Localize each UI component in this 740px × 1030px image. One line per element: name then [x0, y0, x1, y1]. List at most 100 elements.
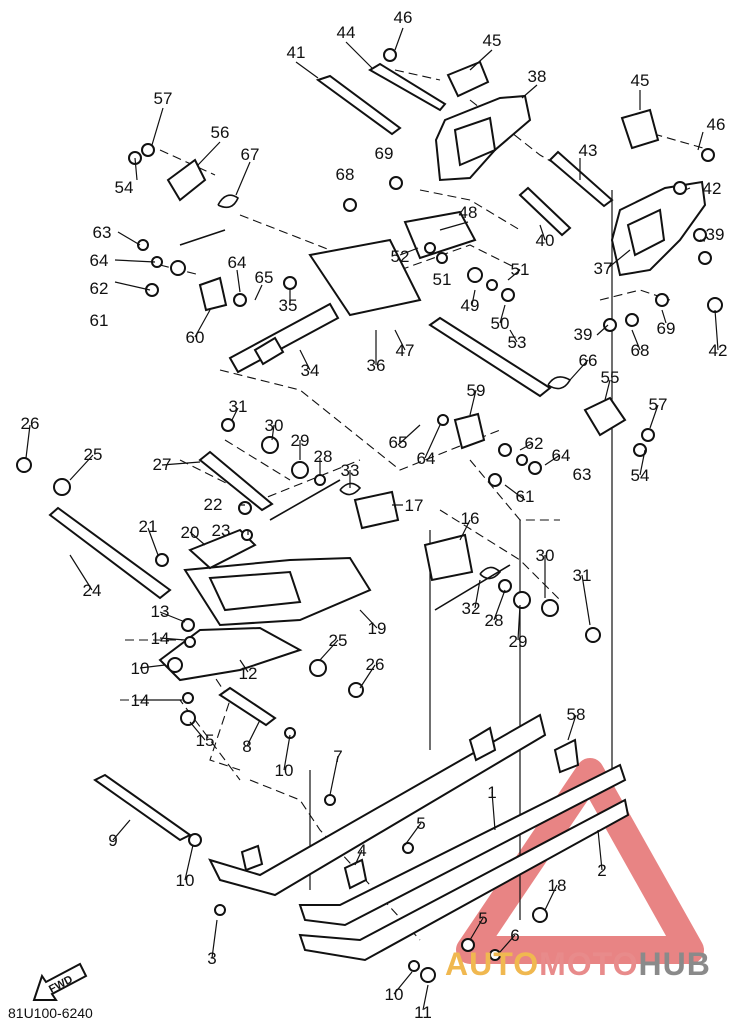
leader-lines	[25, 27, 719, 1011]
callout-52: 52	[391, 247, 410, 266]
callout-29b: 29	[509, 632, 528, 651]
callout-10: 10	[131, 659, 150, 678]
callout-38: 38	[528, 67, 547, 86]
callout-68: 68	[336, 165, 355, 184]
watermark-part-c: HUB	[638, 946, 711, 982]
callout-12: 12	[239, 664, 258, 683]
callout-49: 49	[461, 296, 480, 315]
callout-59: 59	[467, 381, 486, 400]
callout-46b: 46	[707, 115, 726, 134]
callout-63: 63	[93, 223, 112, 242]
callout-28: 28	[314, 447, 333, 466]
callout-10c: 10	[176, 871, 195, 890]
callout-51b: 51	[433, 270, 452, 289]
callout-11: 11	[414, 1003, 432, 1022]
callout-39b: 39	[574, 325, 593, 344]
callout-64b: 64	[228, 253, 247, 272]
callout-58: 58	[567, 705, 586, 724]
callout-68b: 68	[631, 341, 650, 360]
callout-47: 47	[396, 341, 415, 360]
callout-18: 18	[548, 876, 567, 895]
callout-15: 15	[196, 731, 215, 750]
callout-35: 35	[279, 296, 298, 315]
callout-labels: 46 44 45 41 38 57 56 67 54 69 68 43 45 4…	[21, 8, 728, 1022]
callout-69b: 69	[657, 319, 676, 338]
callout-14: 14	[151, 629, 170, 648]
callout-5: 5	[416, 814, 425, 833]
callout-44: 44	[337, 23, 356, 42]
callout-2: 2	[597, 861, 606, 880]
callout-66: 66	[579, 351, 598, 370]
watermark-part-b: MOTO	[539, 946, 639, 982]
callout-50: 50	[491, 314, 510, 333]
callout-30: 30	[265, 416, 284, 435]
callout-69: 69	[375, 144, 394, 163]
callout-7: 7	[333, 747, 342, 766]
callout-36: 36	[367, 356, 386, 375]
callout-31b: 31	[573, 566, 592, 585]
callout-13: 13	[151, 602, 170, 621]
callout-17: 17	[405, 496, 424, 515]
callout-40: 40	[536, 231, 555, 250]
slide-rails	[208, 713, 630, 962]
callout-14b: 14	[131, 691, 150, 710]
callout-28b: 28	[485, 611, 504, 630]
callout-48: 48	[459, 203, 478, 222]
callout-21: 21	[139, 517, 158, 536]
forward-arrow-icon: FWD	[32, 962, 88, 1001]
callout-55: 55	[601, 368, 620, 387]
callout-34: 34	[301, 361, 320, 380]
callout-10d: 10	[385, 985, 404, 1004]
rods	[48, 62, 614, 842]
callout-27: 27	[153, 455, 172, 474]
callout-33: 33	[341, 461, 360, 480]
callout-60: 60	[186, 328, 205, 347]
callout-6: 6	[510, 926, 519, 945]
callout-62b: 62	[525, 434, 544, 453]
callout-45: 45	[483, 31, 502, 50]
callout-22: 22	[204, 495, 223, 514]
callout-45b: 45	[631, 71, 650, 90]
callout-8: 8	[242, 737, 251, 756]
callout-10b: 10	[275, 761, 294, 780]
callout-61: 61	[90, 311, 109, 330]
callout-54: 54	[115, 178, 134, 197]
callout-5b: 5	[478, 909, 487, 928]
catalog-code: 81U100-6240	[8, 1005, 93, 1021]
callout-31: 31	[229, 397, 248, 416]
callout-65b: 65	[389, 433, 408, 452]
callout-42: 42	[703, 179, 722, 198]
callout-57: 57	[154, 89, 173, 108]
callout-67: 67	[241, 145, 260, 164]
watermark-part-a: AUTO	[445, 946, 540, 982]
callout-20: 20	[181, 523, 200, 542]
fwd-label: FWD	[47, 973, 75, 995]
watermark-logo: AUTOMOTOHUB	[445, 946, 711, 983]
callout-54b: 54	[631, 466, 650, 485]
callout-19: 19	[368, 619, 387, 638]
callout-3: 3	[207, 949, 216, 968]
callout-23: 23	[212, 521, 231, 540]
callout-9: 9	[108, 831, 117, 850]
callout-53: 53	[508, 333, 527, 352]
callout-51: 51	[511, 260, 530, 279]
callout-32: 32	[462, 599, 481, 618]
callout-25: 25	[84, 445, 103, 464]
callout-41: 41	[287, 43, 306, 62]
callout-16: 16	[461, 509, 480, 528]
callout-65: 65	[255, 268, 274, 287]
callout-30b: 30	[536, 546, 555, 565]
callout-25b: 25	[329, 631, 348, 650]
callout-4: 4	[357, 841, 366, 860]
callout-43: 43	[579, 141, 598, 160]
callout-37: 37	[594, 259, 613, 278]
shock-absorber	[217, 194, 572, 580]
callout-64d: 64	[552, 446, 571, 465]
callout-1: 1	[487, 783, 496, 802]
callout-56: 56	[211, 123, 230, 142]
callout-42b: 42	[709, 341, 728, 360]
callout-64: 64	[90, 251, 109, 270]
callout-39: 39	[706, 225, 725, 244]
